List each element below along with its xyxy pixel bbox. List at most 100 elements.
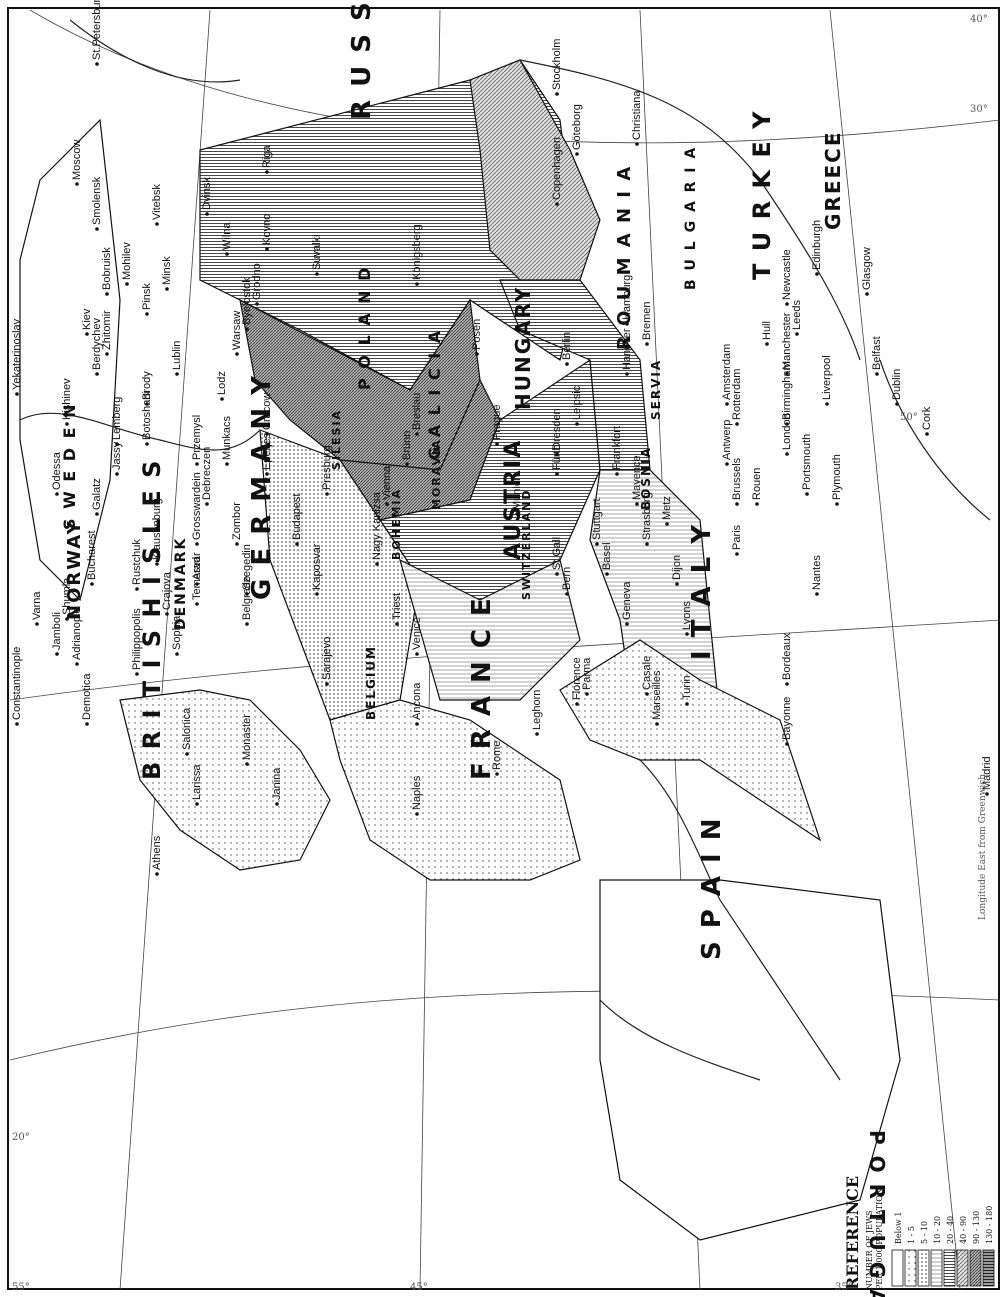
coastlines <box>19 19 991 1081</box>
city-name: Adrianople <box>71 607 83 660</box>
city-glasgow: Glasgow <box>861 247 873 296</box>
city-name: Berdychev <box>91 318 103 370</box>
city-dot <box>115 442 119 446</box>
city-lodz: Lodz <box>216 371 228 401</box>
legend-label: 20 - 40 <box>946 1216 955 1244</box>
city-name: Copenhagen <box>551 137 563 200</box>
city-dot <box>135 672 139 676</box>
city-dot <box>195 542 199 546</box>
legend-subtitle: NUMBER OF JEWS <box>865 1210 874 1290</box>
city-belfast: Belfast <box>871 336 883 376</box>
city-name: Bern <box>561 567 573 590</box>
city-dot <box>75 182 79 186</box>
city-hull: Hull <box>761 321 773 346</box>
city-name: Varna <box>31 591 43 620</box>
legend-swatch <box>943 1249 956 1287</box>
city-dot <box>145 402 149 406</box>
city-dot <box>785 422 789 426</box>
label-russia: R U S S I A <box>347 0 377 120</box>
city-name: Liverpool <box>821 355 833 400</box>
city-name: Janina <box>271 767 283 800</box>
city-ancona: Ancona <box>411 682 423 726</box>
city-name: Brussels <box>731 457 743 500</box>
country-labels: R U S S I A NORWAY S W E D E N DENMARK B… <box>60 0 889 1297</box>
degree-label: 50° <box>900 412 918 423</box>
city-dot <box>95 512 99 516</box>
city-name: Monaster <box>241 714 253 760</box>
city-dot <box>805 492 809 496</box>
legend-label: 1 - 5 <box>907 1226 916 1244</box>
label-poland: P O L A N D <box>355 266 374 390</box>
city-dot <box>220 397 224 401</box>
city-dijon: Dijon <box>671 555 683 586</box>
city-name: Temesvar <box>191 552 203 600</box>
city-name: Nagy Kanizsa <box>371 491 383 560</box>
city-name: Nantes <box>811 555 823 590</box>
city-dot <box>895 402 899 406</box>
city-name: Lemberg <box>111 397 123 440</box>
city-dot <box>415 812 419 816</box>
city-dot <box>325 492 329 496</box>
city-name: Christiana <box>631 90 643 140</box>
city-sarajevo: Sarajevo <box>321 637 333 686</box>
label-bosnia: BOSNIA <box>639 446 653 510</box>
city-dot <box>75 662 79 666</box>
city-minsk: Minsk <box>161 256 173 291</box>
city-name: Suvalki <box>311 235 323 270</box>
city-dot <box>875 372 879 376</box>
city-dot <box>155 562 159 566</box>
city-dot <box>165 612 169 616</box>
city-antwerp: Antwerp <box>721 420 733 466</box>
city-copenhagen: Copenhagen <box>551 137 563 206</box>
city-edinburgh: Edinburgh <box>811 220 823 276</box>
city-yekaterinoslav: Yekaterinoslav <box>11 318 23 396</box>
city-zhitomir: Zhitomir <box>101 310 113 356</box>
city-name: Lyons <box>681 601 693 630</box>
city-jassy: Jassy <box>111 441 123 476</box>
city-dot <box>245 592 249 596</box>
legend-swatch <box>956 1249 969 1287</box>
legend-label: 130 - 180 <box>985 1206 994 1244</box>
meridian-note: Longitude East from Greenwich <box>978 774 988 920</box>
city-name: Moscow <box>71 140 83 180</box>
city-vitebsk: Vitebsk <box>151 184 163 226</box>
city-name: Geneva <box>621 581 633 620</box>
city-dot <box>415 432 419 436</box>
city-rotterdam: Rotterdam <box>731 369 743 426</box>
city-basel: Basel <box>601 542 613 576</box>
city-dot <box>735 502 739 506</box>
city-dot <box>225 462 229 466</box>
legend-label: 90 - 130 <box>972 1211 981 1244</box>
label-sweden: S W E D E N <box>60 402 79 530</box>
city-dot <box>415 722 419 726</box>
label-austria: AUSTRIA <box>501 439 526 560</box>
degree-label: 30° <box>970 104 988 115</box>
city-name: Rotterdam <box>731 369 743 420</box>
city-brody: Brody <box>141 371 153 406</box>
city-name: Pinsk <box>141 283 153 310</box>
degree-label: 55° <box>12 1282 30 1293</box>
city-dot <box>815 592 819 596</box>
city-name: Jassy <box>111 441 123 470</box>
city-liverpool: Liverpool <box>821 355 833 406</box>
city-name: Fürth <box>551 444 563 470</box>
city-name: Vitebsk <box>151 184 163 220</box>
city-name: Sophia <box>171 615 183 650</box>
city-lemberg: Lemberg <box>111 397 123 446</box>
city-dot <box>785 302 789 306</box>
city-name: Göteborg <box>571 104 583 150</box>
city-name: Warsaw <box>231 311 243 350</box>
city-shumla: Shumla <box>61 577 73 621</box>
city-name: Cork <box>921 406 933 430</box>
city-dot <box>205 212 209 216</box>
city-eperjes: Eperjes <box>261 432 273 476</box>
label-italy: I T A L Y <box>687 523 717 660</box>
city-dot <box>825 402 829 406</box>
city-berdychev: Berdychev <box>91 318 103 376</box>
city-bucharest: Bucharest <box>86 530 98 586</box>
city-name: Birmingham <box>781 361 793 420</box>
legend: REFERENCE NUMBER OF JEWS PER 1,000 POPUL… <box>843 1176 995 1290</box>
city-dot <box>225 252 229 256</box>
city-name: Leeds <box>791 300 803 330</box>
city-naples: Naples <box>411 775 423 816</box>
